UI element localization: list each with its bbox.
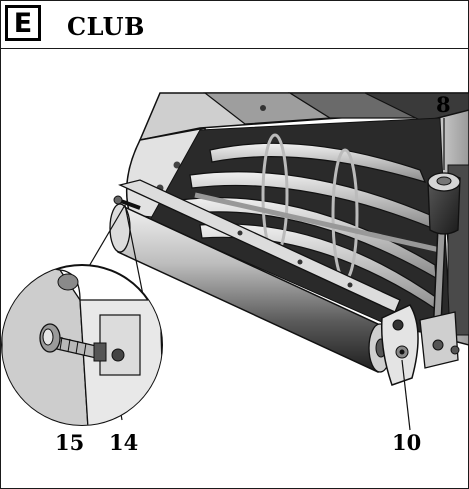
section-badge: E [5, 5, 41, 41]
callout-14: 14 [109, 430, 139, 455]
bottom-blade-bar [118, 179, 401, 313]
callout-15: 15 [55, 430, 85, 455]
callout-8: 8 [436, 92, 451, 117]
callout-10: 10 [392, 430, 422, 455]
adjuster-bolt-small [113, 195, 141, 210]
mower-illustration [1, 92, 469, 431]
roller-bracket [380, 304, 419, 386]
section-title: CLUB [67, 12, 145, 41]
header-divider [0, 48, 469, 49]
height-adjust-knob [419, 172, 461, 369]
